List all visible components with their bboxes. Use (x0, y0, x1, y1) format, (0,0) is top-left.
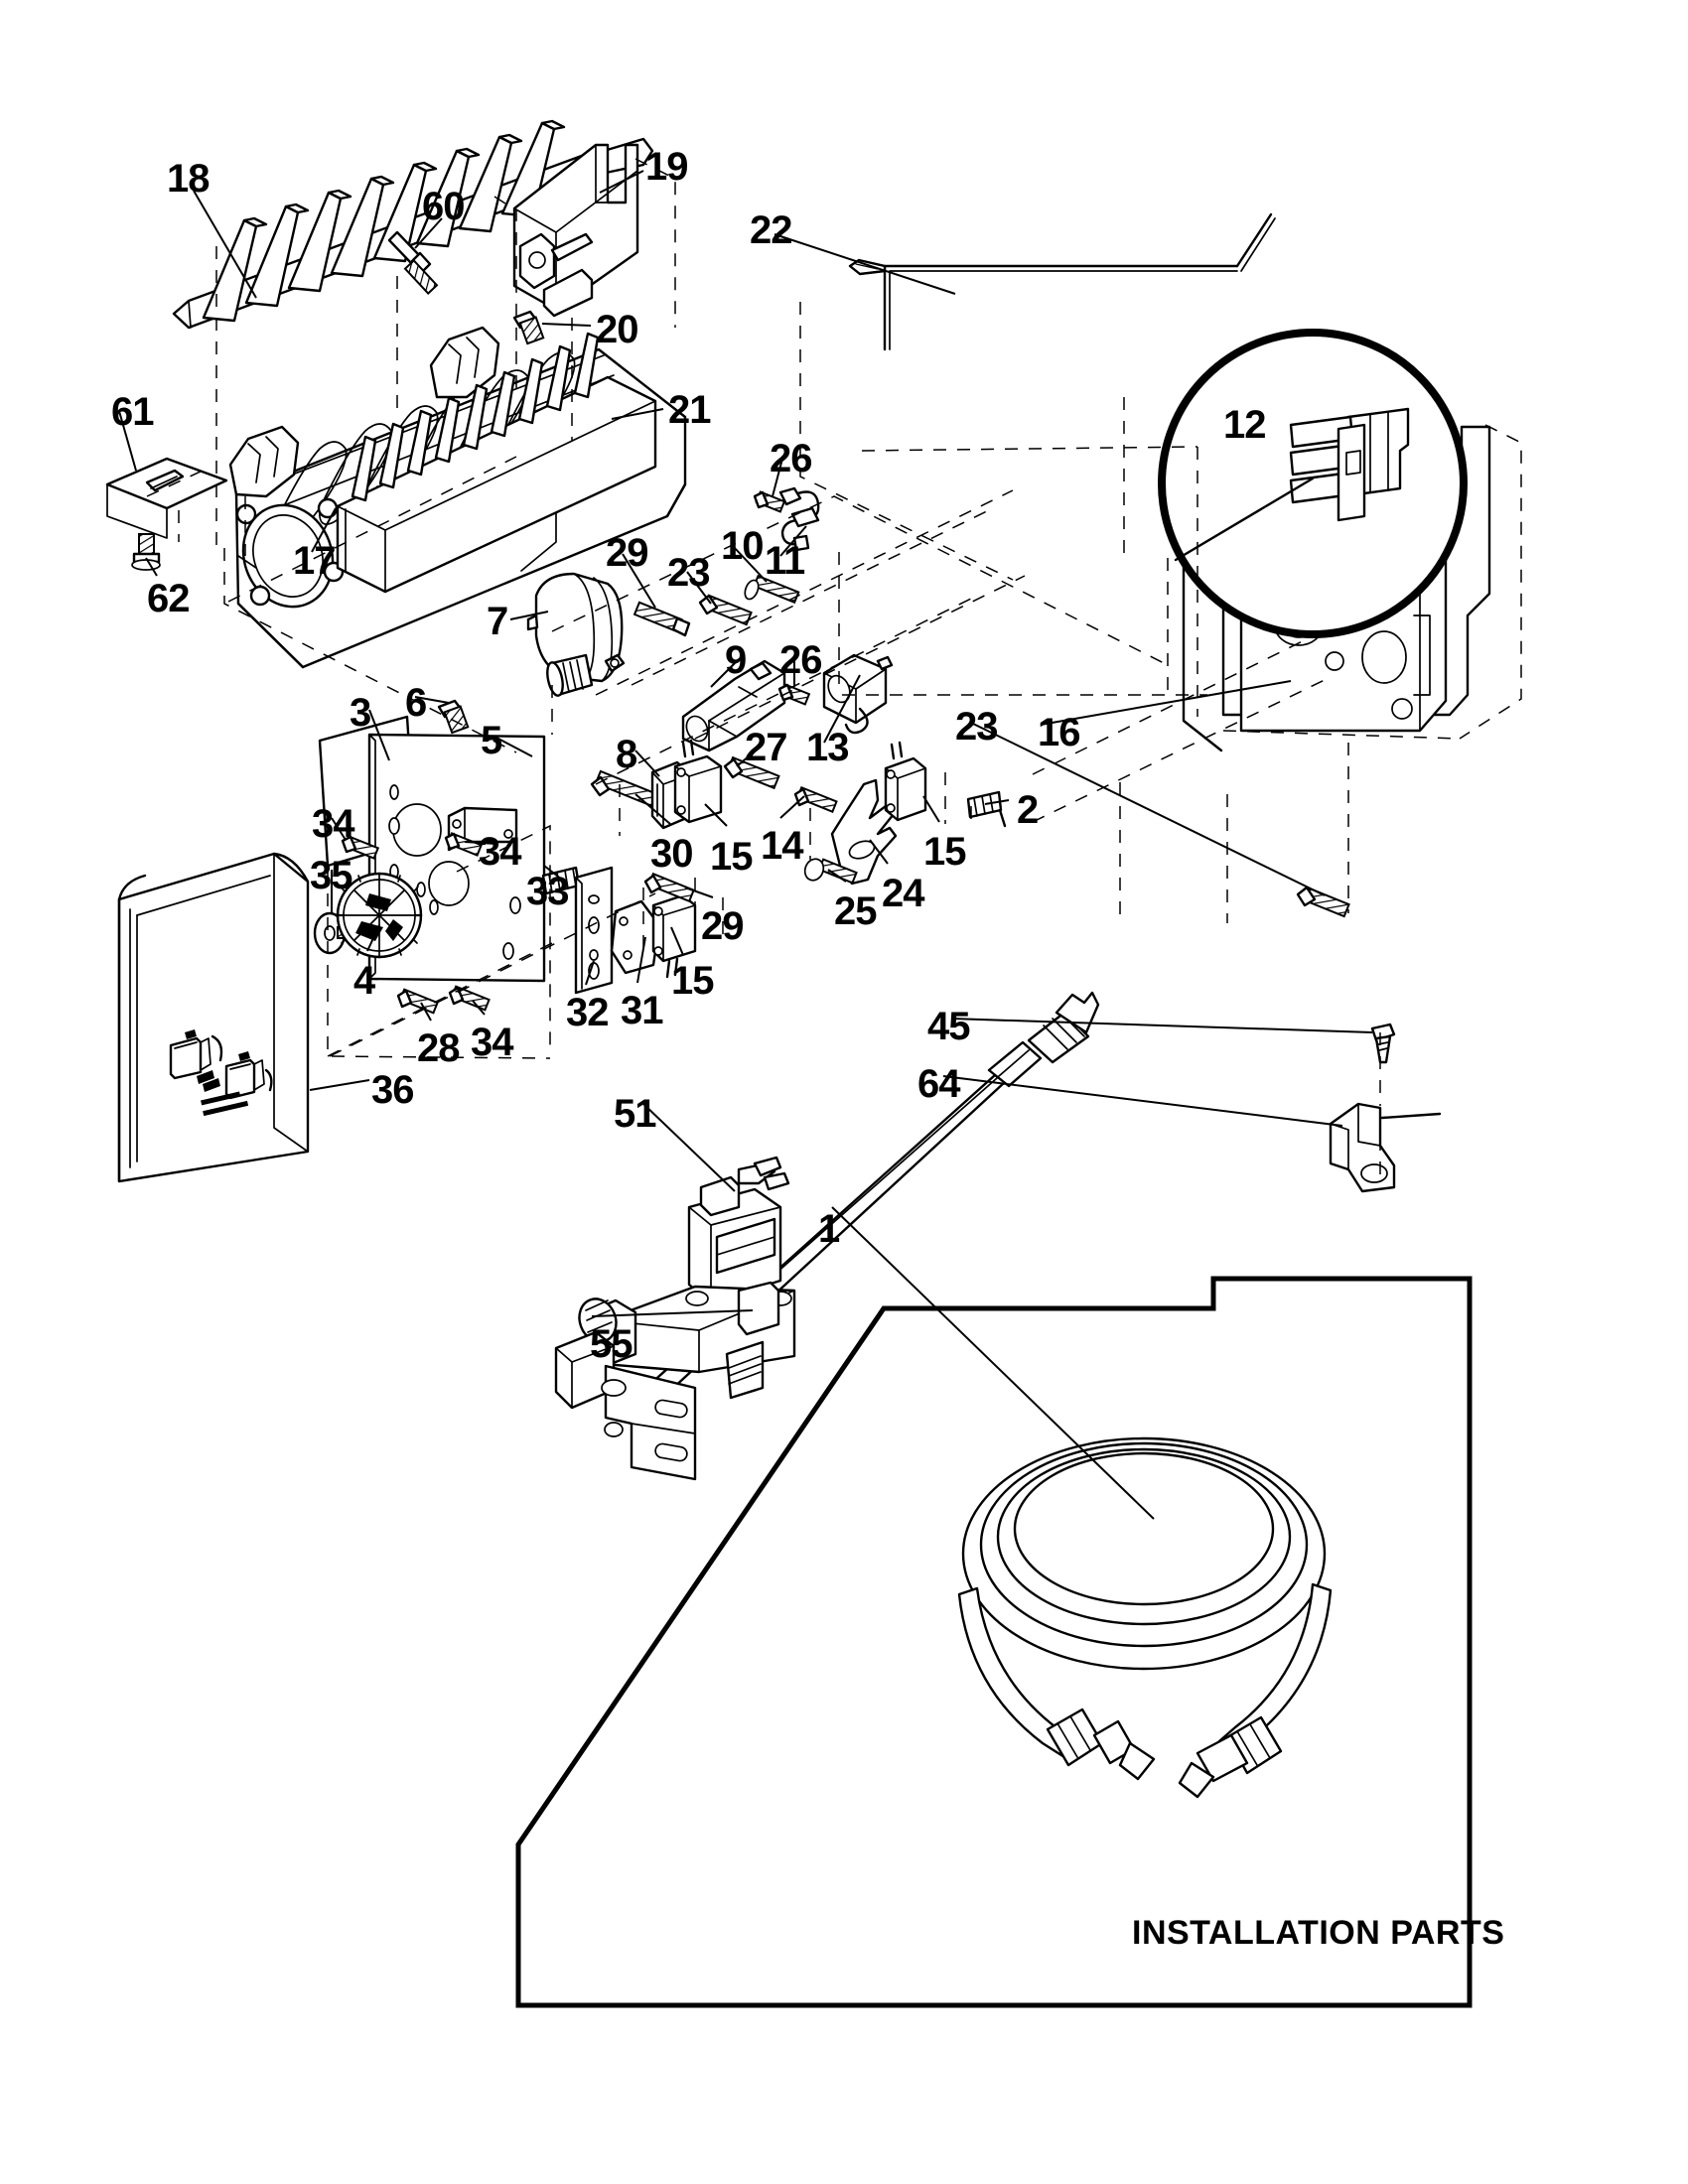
callout-23-lower: 23 (955, 705, 998, 749)
callout-12: 12 (1223, 403, 1266, 447)
callout-15-c: 15 (671, 959, 714, 1003)
part-15-micro-switch-b (884, 741, 927, 822)
callout-17: 17 (293, 539, 336, 583)
callout-26-upper: 26 (770, 437, 812, 480)
callout-35: 35 (310, 854, 352, 897)
callout-28: 28 (417, 1026, 460, 1070)
part-31-insulator-plate (610, 899, 661, 975)
callout-6: 6 (405, 681, 427, 725)
part-15-micro-switch-c (651, 893, 697, 979)
part-45-screw (1370, 1023, 1396, 1064)
callout-15-a: 15 (710, 835, 753, 879)
callout-21: 21 (668, 388, 711, 432)
callout-61: 61 (111, 390, 154, 434)
part-60-screw (387, 230, 439, 295)
part-64-tube-clamp (1329, 1102, 1442, 1193)
part-20-screw (512, 310, 545, 345)
installation-parts-box (515, 1276, 1473, 2008)
callout-leader-lines (118, 170, 1373, 1520)
callout-30: 30 (650, 832, 693, 876)
callout-19: 19 (645, 145, 688, 189)
callout-10: 10 (721, 524, 764, 568)
callout-60: 60 (422, 185, 465, 228)
callout-27: 27 (745, 726, 787, 769)
part-55-water-inlet-valve (554, 1156, 796, 1481)
callout-1: 1 (818, 1207, 840, 1251)
callout-55: 55 (590, 1322, 633, 1366)
callout-9: 9 (725, 638, 747, 682)
part-36-ice-maker-cover (117, 852, 310, 1183)
part-23-screw-lower (1296, 886, 1350, 918)
part-4-drive-gear (336, 872, 423, 959)
part-25-screw (803, 858, 858, 885)
callout-62: 62 (147, 577, 190, 620)
callout-7: 7 (487, 600, 508, 643)
part-27-screw (723, 755, 780, 790)
installation-parts-title: INSTALLATION PARTS (1132, 1914, 1505, 1952)
callout-20: 20 (596, 308, 638, 351)
cover-label-icons (169, 1029, 273, 1117)
callout-8: 8 (616, 733, 637, 776)
part-61-clip (105, 457, 228, 539)
part-28-screw (396, 988, 439, 1015)
callout-34-a: 34 (312, 802, 354, 846)
part-62-screw (131, 533, 161, 571)
callout-22: 22 (750, 208, 792, 252)
part-7-drive-motor (526, 572, 626, 697)
assembly-alignment-lines (146, 158, 1522, 1179)
callout-16: 16 (1038, 711, 1080, 754)
part-12-wire-connector (1158, 329, 1468, 638)
callout-29-lower: 29 (701, 904, 744, 948)
part-34-screw-b (444, 832, 484, 857)
part-2-spring (966, 790, 1007, 828)
part-19-end-cap (512, 143, 639, 318)
part-21-ice-stripper (336, 332, 657, 594)
callout-45: 45 (927, 1005, 970, 1048)
part-34-screw-a (341, 835, 380, 860)
part-29-screw-lower (643, 872, 695, 903)
callout-24: 24 (882, 872, 924, 915)
callout-3: 3 (350, 691, 371, 735)
callout-34-b: 34 (479, 830, 521, 874)
callout-23: 23 (667, 551, 710, 595)
part-26-screw-upper (753, 490, 786, 513)
part-1-water-supply-tubing (957, 1436, 1333, 1799)
callout-26-lower: 26 (779, 638, 822, 682)
callout-14: 14 (761, 824, 803, 868)
part-15-micro-switch-a (673, 739, 723, 824)
part-22-shutoff-arm (848, 212, 1276, 351)
callout-34-c: 34 (471, 1021, 513, 1064)
callout-36: 36 (371, 1068, 414, 1112)
callout-32: 32 (566, 991, 609, 1034)
callout-25: 25 (834, 889, 877, 933)
part-23-screw (698, 594, 753, 626)
callout-31: 31 (621, 989, 663, 1032)
callout-2: 2 (1017, 788, 1039, 832)
callout-18: 18 (167, 157, 210, 201)
part-29-screw (633, 601, 691, 637)
callout-11: 11 (765, 539, 805, 583)
part-6-screw (437, 699, 470, 735)
callout-29: 29 (606, 531, 648, 575)
part-32-support-bracket (574, 866, 614, 995)
part-34-screw-c (448, 985, 491, 1012)
callout-5: 5 (481, 719, 502, 762)
part-11-wire-clip (778, 486, 820, 552)
callout-64: 64 (917, 1062, 960, 1106)
callout-15-b: 15 (923, 830, 966, 874)
callout-51: 51 (614, 1092, 656, 1136)
callout-33: 33 (526, 870, 569, 913)
part-10-screw (744, 574, 800, 605)
callout-4: 4 (353, 959, 375, 1003)
callout-13: 13 (806, 726, 849, 769)
